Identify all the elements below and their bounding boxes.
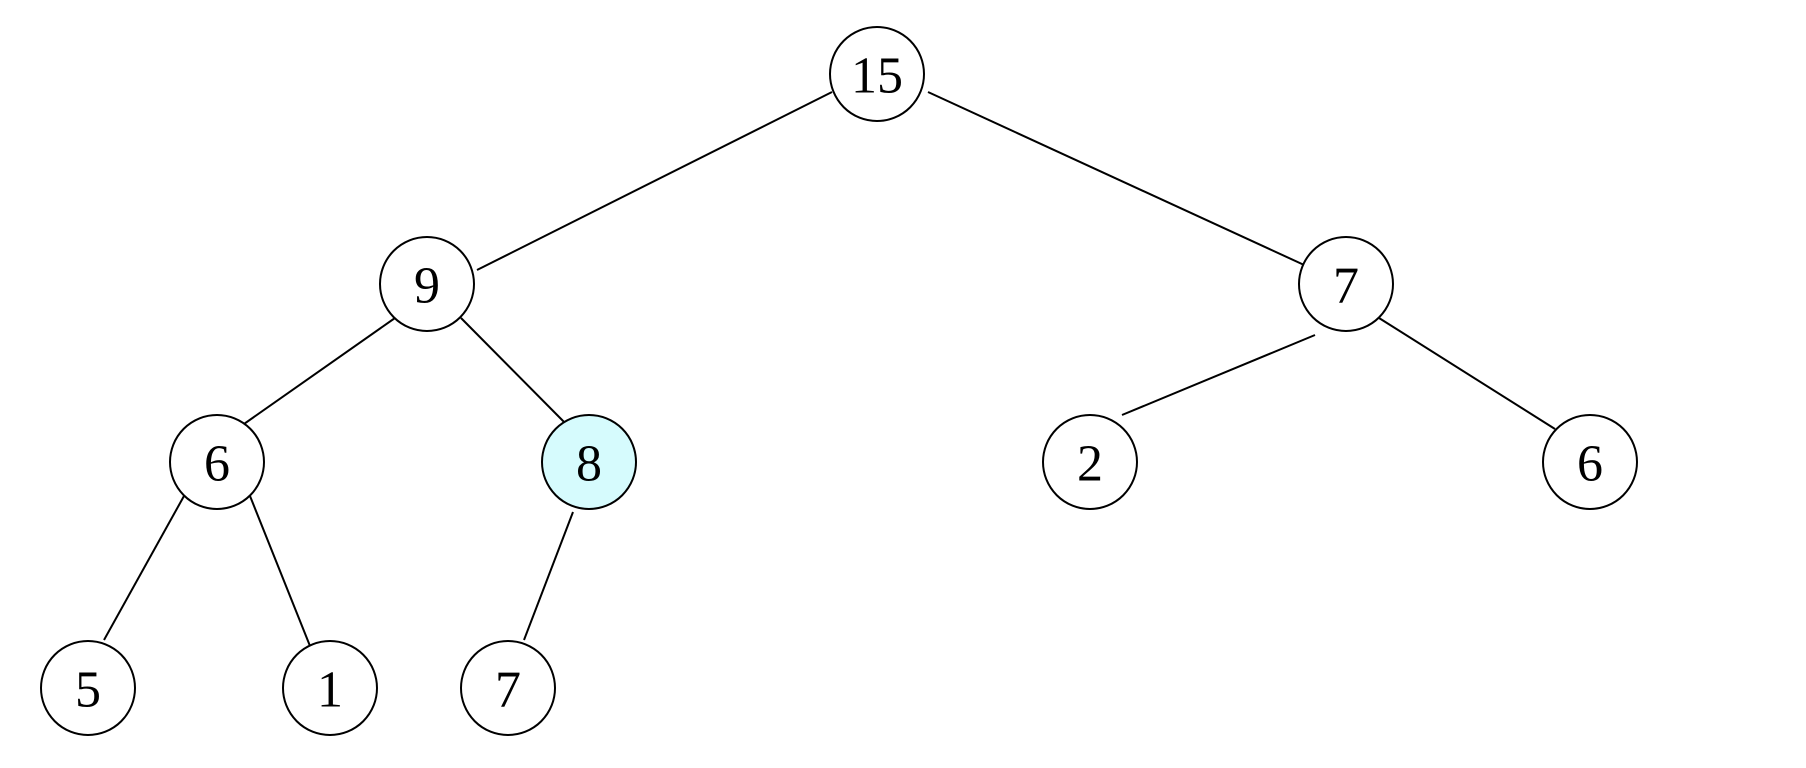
highlighted-node-circle — [541, 414, 637, 510]
node-circle — [169, 414, 265, 510]
node-label: 1 — [317, 662, 343, 719]
tree-node-n6a: 6 — [169, 414, 265, 510]
tree-node-n7a: 7 — [1298, 236, 1394, 332]
edge-n7a-n2 — [1121, 334, 1316, 416]
node-circle — [282, 640, 378, 736]
node-circle — [1042, 414, 1138, 510]
node-label: 5 — [75, 662, 101, 719]
tree-edges — [103, 91, 1556, 657]
node-label: 2 — [1077, 436, 1103, 493]
node-label: 8 — [576, 436, 602, 493]
edge-n15-n7a — [927, 91, 1316, 271]
edge-n9-n8 — [460, 317, 574, 432]
tree-nodes: 15 9 7 6 8 2 6 5 1 7 — [40, 26, 1638, 736]
edge-n7a-n6b — [1378, 317, 1556, 430]
tree-node-n9: 9 — [379, 236, 475, 332]
node-label: 6 — [204, 436, 230, 493]
node-circle — [1298, 236, 1394, 332]
node-circle — [460, 640, 556, 736]
node-circle — [379, 236, 475, 332]
node-circle — [1542, 414, 1638, 510]
tree-node-n2: 2 — [1042, 414, 1138, 510]
node-circle — [40, 640, 136, 736]
tree-node-n8: 8 — [541, 414, 637, 510]
tree-node-n5: 5 — [40, 640, 136, 736]
tree-node-n15: 15 — [829, 26, 925, 122]
node-label: 6 — [1577, 436, 1603, 493]
tree-node-n7b: 7 — [460, 640, 556, 736]
edge-n6a-n1 — [249, 495, 315, 657]
edge-n9-n6a — [233, 317, 396, 432]
node-label: 7 — [495, 662, 521, 719]
edge-n8-n7b — [523, 511, 574, 641]
tree-node-n1: 1 — [282, 640, 378, 736]
node-label: 9 — [414, 258, 440, 315]
node-circle — [829, 26, 925, 122]
tree-node-n6b: 6 — [1542, 414, 1638, 510]
node-label: 15 — [851, 48, 903, 105]
edge-n6a-n5 — [103, 495, 185, 641]
edge-n15-n9 — [476, 91, 833, 271]
node-label: 7 — [1333, 258, 1359, 315]
